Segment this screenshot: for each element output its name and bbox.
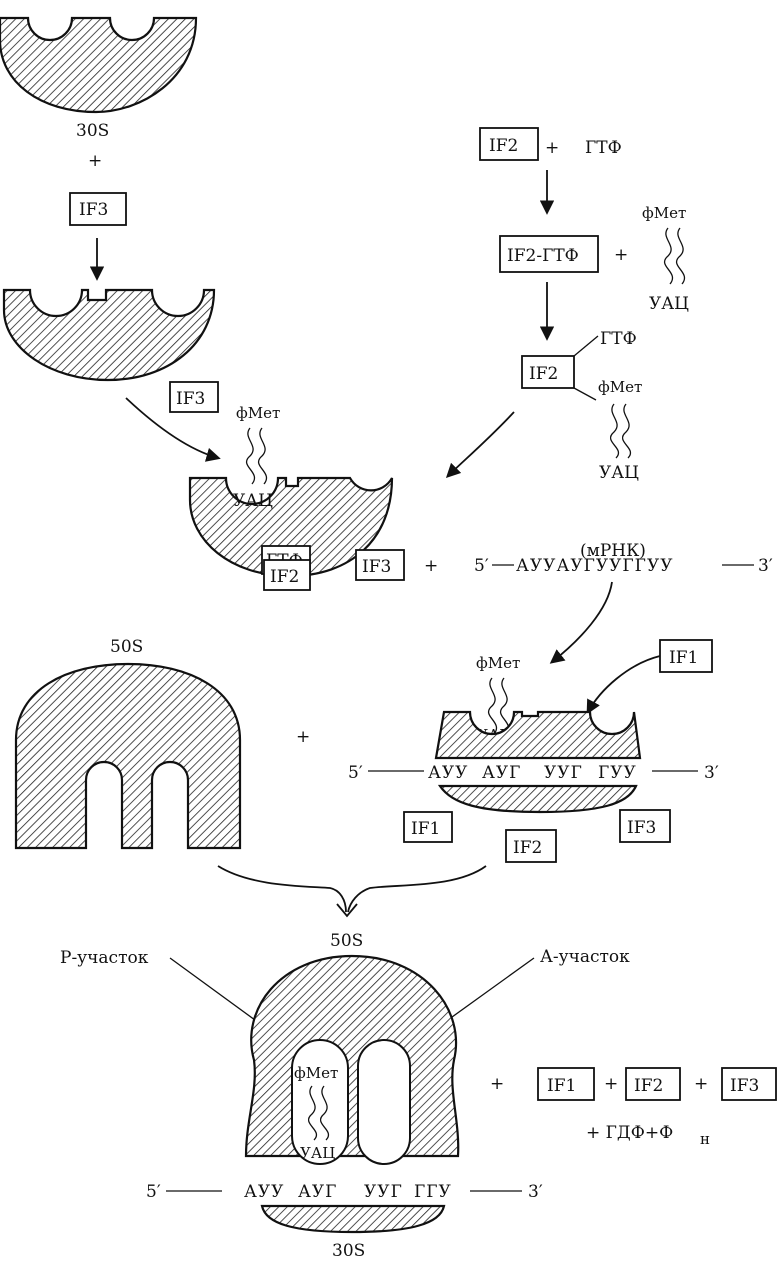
- if2-box-5: [625, 1067, 681, 1101]
- if2-box-2: [521, 355, 575, 389]
- subunit-30s-mrna-bottom: [437, 784, 638, 814]
- label-p-site: Р-участок: [60, 948, 149, 968]
- if2-box-1: [479, 127, 539, 161]
- codon-1: АУУ: [428, 763, 468, 783]
- plus-sign-6: +: [490, 1074, 504, 1094]
- if2-label-4: IF2: [513, 838, 542, 858]
- if1-label-1: IF1: [669, 648, 698, 668]
- plus-sign-2: +: [545, 138, 559, 158]
- if1-label-2: IF1: [411, 819, 440, 839]
- arrow-mrna-down: [549, 581, 613, 664]
- arrow-curve-right: [445, 411, 515, 479]
- plus-sign-5: +: [296, 727, 310, 747]
- trna-squiggle-5: [308, 1085, 329, 1141]
- if2-gtp-box: [499, 235, 599, 273]
- mrna-sequence: АУУАУГУУГГУУ: [516, 556, 674, 576]
- if2-box-3: [263, 559, 311, 591]
- mrna3-5prime: 5′: [146, 1182, 161, 1202]
- if2-gtp-label: IF2-ГТФ: [507, 246, 579, 266]
- trna-squiggle-1: [664, 227, 685, 285]
- merge-brace: [217, 865, 487, 913]
- if3-box-1: [69, 192, 127, 226]
- subunit-30s-complex: [188, 473, 394, 578]
- codon-b4: ГГУ: [414, 1182, 452, 1202]
- subunit-50s-complex: [244, 954, 460, 1158]
- if3-box-4: [619, 809, 671, 843]
- if2-box-4: [505, 829, 557, 863]
- trna-tether: [573, 387, 597, 401]
- fmet-label-3: фМет: [236, 404, 280, 422]
- anticodon-label-2: УАЦ: [599, 463, 639, 483]
- gtp-label-1: ГТФ: [585, 138, 622, 158]
- codon-b2: АУГ: [298, 1182, 337, 1202]
- subunit-30s-if3: [2, 288, 216, 382]
- merge-arrowhead: [336, 903, 358, 918]
- if3-box-3: [355, 549, 405, 581]
- label-a-site: А-участок: [540, 947, 630, 967]
- subunit-50s-free: [14, 662, 242, 850]
- codon-3: УУГ: [544, 763, 583, 783]
- anticodon-label-3: УАЦ: [233, 491, 273, 511]
- trna-squiggle-4: [488, 677, 509, 735]
- label-30s-bottom: 30S: [332, 1241, 365, 1261]
- if1-label-3: IF1: [547, 1076, 576, 1096]
- codon-4: ГУУ: [598, 763, 637, 783]
- if1-box-3: [537, 1067, 595, 1101]
- if3-label-2: IF3: [176, 389, 205, 409]
- fmet-label-2: фМет: [598, 378, 642, 396]
- codon-b3: УУГ: [364, 1182, 403, 1202]
- mrna-5prime: 5′: [474, 556, 489, 576]
- products-pi-subscript: н: [700, 1130, 710, 1148]
- plus-sign-8: +: [694, 1074, 708, 1094]
- plus-sign-4: +: [424, 556, 438, 576]
- if3-box-5: [721, 1067, 777, 1101]
- subunit-30s-complex-bottom: [260, 1204, 446, 1234]
- mrna2-3prime: 3′: [704, 763, 719, 783]
- plus-sign-3: +: [614, 245, 628, 265]
- mrna3-3prime: 3′: [528, 1182, 543, 1202]
- fmet-label-4: фМет: [476, 654, 520, 672]
- plus-sign-1: +: [88, 151, 102, 171]
- if2-label-1: IF2: [489, 136, 518, 156]
- a-site-tunnel: [357, 1039, 411, 1165]
- if3-label-5: IF3: [730, 1076, 759, 1096]
- subunit-30s-mrna-top: [434, 710, 642, 760]
- arrow-if1: [586, 655, 661, 715]
- if3-box-2: [169, 381, 219, 413]
- if1-box-2: [403, 811, 453, 843]
- trna-squiggle-3: [246, 427, 267, 485]
- codon-b1: АУУ: [244, 1182, 284, 1202]
- anticodon-label-5: УАЦ: [300, 1144, 335, 1162]
- if1-box-1: [659, 639, 713, 673]
- codon-2: АУГ: [482, 763, 521, 783]
- mrna2-5prime: 5′: [348, 763, 363, 783]
- fmet-label-5: фМет: [294, 1064, 338, 1082]
- anticodon-label-1: УАЦ: [649, 294, 689, 314]
- label-50s-bottom: 50S: [330, 931, 363, 951]
- subunit-30s-top: [0, 16, 198, 114]
- label-30s-top: 30S: [76, 121, 109, 141]
- gtp-tether: [573, 335, 599, 357]
- arrow-curve-left: [125, 397, 221, 462]
- if3-label-1: IF3: [79, 200, 108, 220]
- if3-label-3: IF3: [362, 557, 391, 577]
- fmet-label-1: фМет: [642, 204, 686, 222]
- if2-label-3: IF2: [270, 567, 299, 587]
- products-gdp-pi: + ГДФ+Ф: [586, 1123, 673, 1143]
- if2-label-2: IF2: [529, 364, 558, 384]
- label-50s-mid: 50S: [110, 637, 143, 657]
- trna-squiggle-2: [610, 403, 631, 459]
- p-site-tunnel: [291, 1039, 349, 1165]
- if3-label-4: IF3: [627, 818, 656, 838]
- if2-label-5: IF2: [634, 1076, 663, 1096]
- mrna-3prime: 3′: [758, 556, 773, 576]
- plus-sign-7: +: [604, 1074, 618, 1094]
- mrna-caption: (мРНК): [580, 541, 646, 561]
- gtp-label-2: ГТФ: [600, 329, 637, 349]
